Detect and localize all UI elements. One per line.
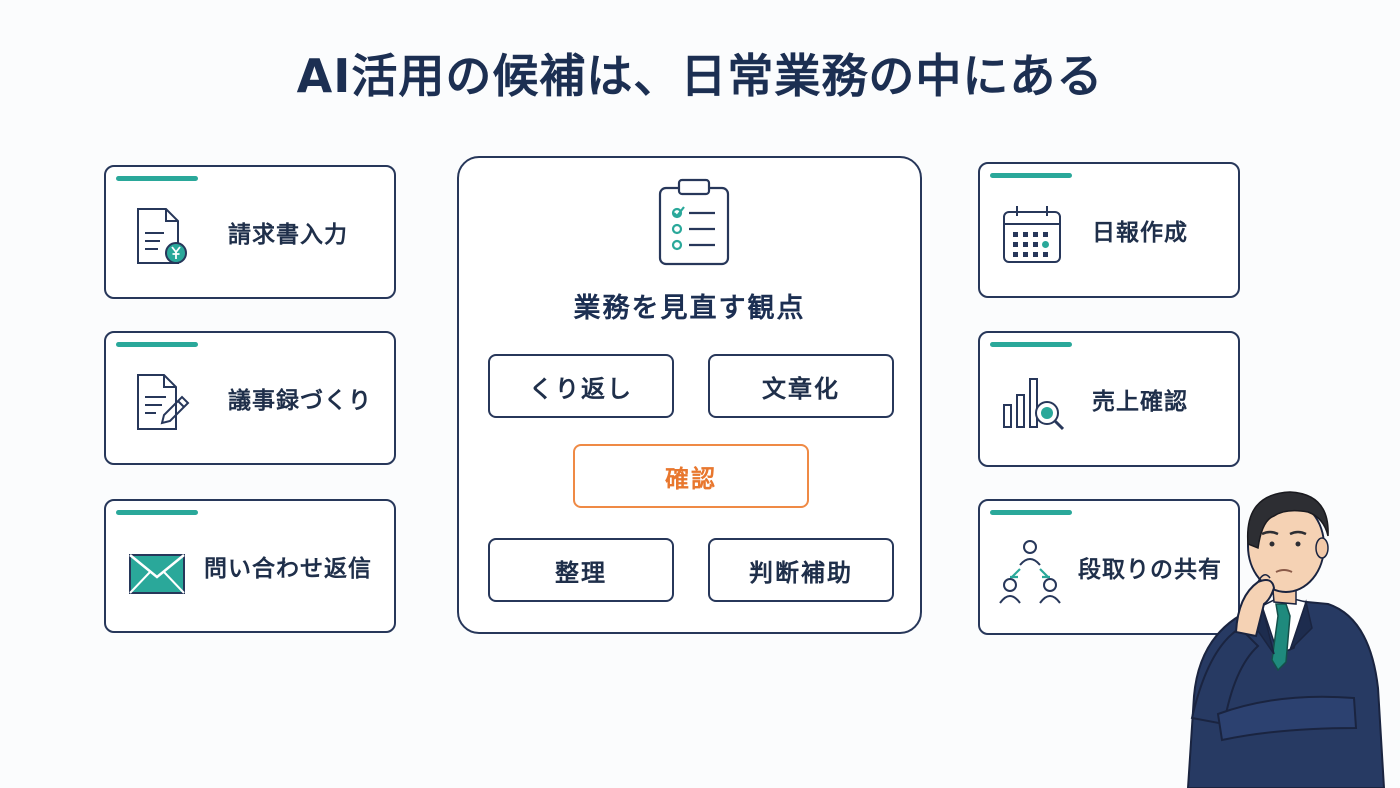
page-title: AI活用の候補は、日常業務の中にある bbox=[296, 49, 1104, 103]
document-pencil-icon bbox=[128, 369, 192, 437]
chip-verification: 確認 bbox=[573, 444, 809, 508]
card-sales-check: 売上確認 bbox=[978, 331, 1240, 467]
card-accent-bar bbox=[990, 342, 1072, 347]
calendar-icon bbox=[1000, 200, 1064, 268]
chip-organizing: 整理 bbox=[488, 538, 674, 602]
panel-title: 業務を見直す観点 bbox=[573, 293, 806, 324]
bar-chart-search-icon bbox=[1000, 369, 1064, 437]
card-accent-bar bbox=[990, 173, 1072, 178]
card-inquiry-reply: 問い合わせ返信 bbox=[104, 499, 396, 633]
thinking-businessman-illustration bbox=[1178, 478, 1388, 788]
card-label: 問い合わせ返信 bbox=[204, 556, 372, 582]
card-daily-report: 日報作成 bbox=[978, 162, 1240, 298]
invoice-yen-icon bbox=[128, 203, 192, 271]
chip-decision-support: 判断補助 bbox=[708, 538, 894, 602]
card-label: 段取りの共有 bbox=[1078, 557, 1222, 583]
card-meeting-minutes: 議事録づくり bbox=[104, 331, 396, 465]
chip-documentation: 文章化 bbox=[708, 354, 894, 418]
card-label: 売上確認 bbox=[1092, 389, 1188, 415]
chip-repetition: くり返し bbox=[488, 354, 674, 418]
card-accent-bar bbox=[116, 176, 198, 181]
envelope-icon bbox=[128, 541, 192, 609]
card-label: 議事録づくり bbox=[228, 388, 372, 414]
card-planning-share: 段取りの共有 bbox=[978, 499, 1240, 635]
card-accent-bar bbox=[990, 510, 1072, 515]
card-accent-bar bbox=[116, 510, 198, 515]
card-accent-bar bbox=[116, 342, 198, 347]
clipboard-checklist-icon bbox=[655, 176, 733, 268]
card-invoice-entry: 請求書入力 bbox=[104, 165, 396, 299]
team-network-icon bbox=[998, 537, 1062, 605]
card-label: 請求書入力 bbox=[228, 222, 348, 248]
card-label: 日報作成 bbox=[1092, 220, 1188, 246]
review-perspectives-panel: 業務を見直す観点 くり返し 文章化 確認 整理 判断補助 bbox=[457, 156, 922, 634]
